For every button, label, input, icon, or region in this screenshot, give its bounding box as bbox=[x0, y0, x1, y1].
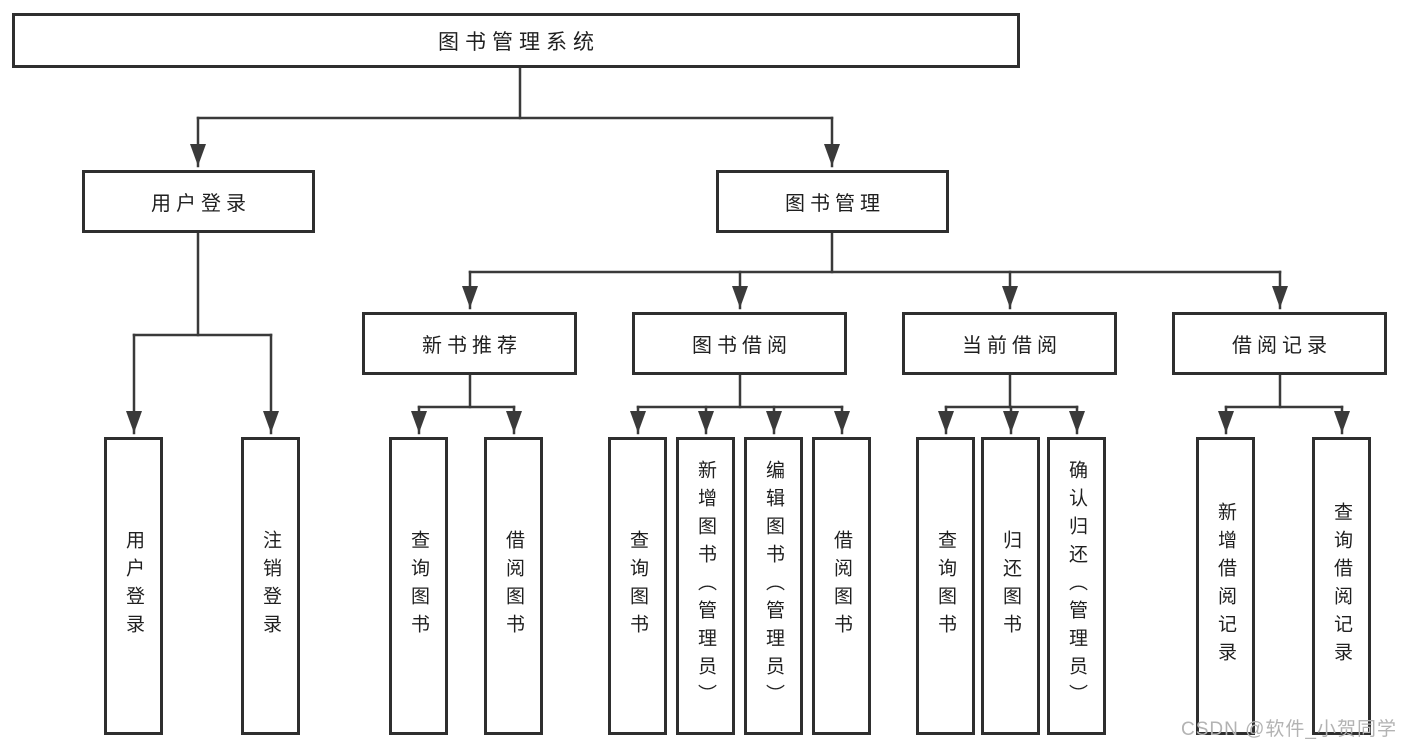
node-book-borrow-label: 图书借阅 bbox=[692, 335, 792, 357]
node-leaf-current-return-book: 归还图书 bbox=[981, 437, 1040, 735]
node-new-book-recommend-label: 新书推荐 bbox=[422, 335, 522, 357]
leaf-label: 查询图书 bbox=[408, 530, 429, 642]
leaf-label: 查询图书 bbox=[935, 530, 956, 642]
node-leaf-recommend-query-book: 查询图书 bbox=[389, 437, 448, 735]
node-leaf-recommend-borrow-book: 借阅图书 bbox=[484, 437, 543, 735]
node-leaf-borrow-add-book-admin: 新增图书（管理员） bbox=[676, 437, 735, 735]
leaf-label: 查询图书 bbox=[627, 530, 648, 642]
leaf-label: 用户登录 bbox=[123, 530, 144, 642]
node-user-login: 用户登录 bbox=[82, 170, 315, 233]
node-leaf-borrow-edit-book-admin: 编辑图书（管理员） bbox=[744, 437, 803, 735]
leaf-label: 编辑图书（管理员） bbox=[763, 460, 784, 712]
node-user-login-label: 用户登录 bbox=[151, 193, 251, 215]
node-new-book-recommend: 新书推荐 bbox=[362, 312, 577, 375]
leaf-label: 注销登录 bbox=[260, 530, 281, 642]
node-root-label: 图书管理系统 bbox=[438, 30, 600, 54]
node-current-borrow-label: 当前借阅 bbox=[962, 335, 1062, 357]
node-leaf-records-query-record: 查询借阅记录 bbox=[1312, 437, 1371, 735]
csdn-watermark: CSDN @软件_小贺同学 bbox=[1181, 719, 1397, 740]
node-book-management-label: 图书管理 bbox=[785, 193, 885, 215]
leaf-label: 归还图书 bbox=[1000, 530, 1021, 642]
node-leaf-records-add-record: 新增借阅记录 bbox=[1196, 437, 1255, 735]
leaf-label: 确认归还（管理员） bbox=[1066, 460, 1087, 712]
node-current-borrow: 当前借阅 bbox=[902, 312, 1117, 375]
node-borrow-records: 借阅记录 bbox=[1172, 312, 1387, 375]
leaf-label: 借阅图书 bbox=[503, 530, 524, 642]
leaf-label: 新增借阅记录 bbox=[1215, 502, 1236, 670]
node-book-borrow: 图书借阅 bbox=[632, 312, 847, 375]
node-leaf-current-confirm-return-admin: 确认归还（管理员） bbox=[1047, 437, 1106, 735]
node-leaf-borrow-query-book: 查询图书 bbox=[608, 437, 667, 735]
node-borrow-records-label: 借阅记录 bbox=[1232, 335, 1332, 357]
node-leaf-logout: 注销登录 bbox=[241, 437, 300, 735]
node-leaf-current-query-book: 查询图书 bbox=[916, 437, 975, 735]
leaf-label: 新增图书（管理员） bbox=[695, 460, 716, 712]
node-leaf-user-login: 用户登录 bbox=[104, 437, 163, 735]
leaf-label: 借阅图书 bbox=[831, 530, 852, 642]
node-root: 图书管理系统 bbox=[12, 13, 1020, 68]
node-book-management: 图书管理 bbox=[716, 170, 949, 233]
node-leaf-borrow-borrow-book: 借阅图书 bbox=[812, 437, 871, 735]
leaf-label: 查询借阅记录 bbox=[1331, 502, 1352, 670]
